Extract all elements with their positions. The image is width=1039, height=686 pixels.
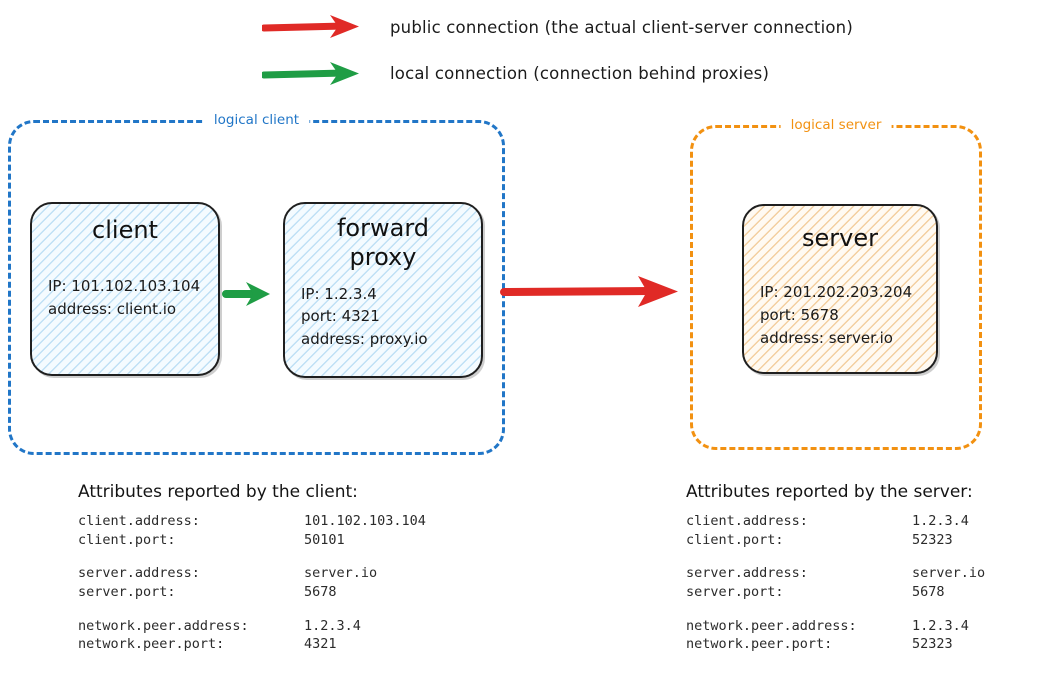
- attribute-key: client.port:: [78, 531, 176, 548]
- attribute-row: client.port: 52323: [686, 531, 985, 550]
- attribute-row: server.port: 5678: [686, 583, 985, 602]
- attribute-key: server.address:: [78, 565, 200, 582]
- attribute-row: network.peer.port: 4321: [78, 635, 426, 654]
- attribute-key: server.port:: [686, 583, 784, 600]
- attribute-row: client.port: 50101: [78, 531, 426, 550]
- attributes-server-table-body: client.address: 1.2.3.4 client.port: 52323 s…: [686, 512, 985, 654]
- attribute-value: server.io: [912, 565, 986, 582]
- attribute-row: server.address: server.io: [686, 564, 985, 583]
- attribute-row: server.port: 5678: [78, 583, 426, 602]
- node-forward-proxy-prop-port: port: 4321: [301, 307, 380, 326]
- node-forward-proxy-title-line2: proxy: [349, 243, 417, 272]
- attributes-reported-by-client: Attributes reported by the client: clien…: [78, 482, 426, 654]
- legend-label-local: local connection (connection behind prox…: [390, 63, 770, 83]
- attribute-key: server.address:: [686, 565, 808, 582]
- attribute-value: 4321: [304, 636, 337, 653]
- attribute-row: network.peer.port: 52323: [686, 635, 985, 654]
- attribute-value: 5678: [304, 583, 337, 600]
- attribute-value: 52323: [912, 636, 953, 653]
- node-forward-proxy-properties: IP: 1.2.3.4 port: 4321 address: proxy.io: [285, 283, 481, 351]
- public-connection-arrow-icon: [262, 15, 359, 38]
- node-forward-proxy[interactable]: forward proxy IP: 1.2.3.4 port: 4321 add…: [283, 202, 483, 378]
- attribute-key: network.peer.port:: [78, 636, 225, 653]
- attribute-row-spacer: [686, 549, 985, 564]
- attribute-value: 1.2.3.4: [304, 617, 361, 634]
- attribute-value: 101.102.103.104: [304, 513, 426, 529]
- attributes-client-title: Attributes reported by the client:: [78, 482, 358, 502]
- node-client-title: client: [92, 216, 158, 244]
- node-forward-proxy-prop-ip: IP: 1.2.3.4: [301, 284, 377, 303]
- attributes-client-table-body: client.address: 101.102.103.104 client.por…: [78, 512, 426, 654]
- node-forward-proxy-prop-address: address: proxy.io: [301, 330, 428, 349]
- node-server-properties: IP: 201.202.203.204 port: 5678 address: …: [744, 281, 936, 349]
- attribute-value: server.io: [304, 565, 378, 582]
- node-server[interactable]: server IP: 201.202.203.204 port: 5678 ad…: [742, 204, 938, 374]
- attributes-server-title: Attributes reported by the server:: [686, 482, 973, 502]
- attribute-key: network.peer.port:: [686, 636, 833, 653]
- attribute-row: network.peer.address: 1.2.3.4: [686, 617, 985, 636]
- attribute-value: 50101: [304, 531, 345, 548]
- legend-label-public: public connection (the actual client-ser…: [390, 17, 853, 37]
- attribute-row: client.address: 1.2.3.4: [686, 512, 985, 531]
- attribute-row: server.address: server.io: [78, 564, 426, 583]
- node-server-title: server: [802, 224, 878, 252]
- attribute-row-spacer: [686, 602, 985, 617]
- node-forward-proxy-title-line1: forward: [336, 214, 429, 242]
- legend-row-local: local connection (connection behind prox…: [262, 58, 769, 88]
- connection-arrow-proxy-to-server: [500, 276, 678, 307]
- node-client-prop-ip: IP: 101.102.103.104: [48, 277, 201, 296]
- logical-server-group: logical server: [690, 117, 982, 450]
- attributes-client-table: client.address: 101.102.103.104 client.por…: [78, 512, 426, 654]
- legend-row-public: public connection (the actual client-ser…: [262, 12, 853, 42]
- attributes-server-table: client.address: 1.2.3.4 client.port: 52323 s…: [686, 512, 985, 654]
- node-client[interactable]: client IP: 101.102.103.104 address: clie…: [30, 202, 220, 376]
- attribute-key: server.port:: [78, 583, 176, 600]
- node-server-prop-port: port: 5678: [760, 306, 839, 325]
- node-server-prop-address: address: server.io: [760, 328, 893, 347]
- node-forward-proxy-title: forward proxy: [285, 214, 481, 273]
- logical-client-label: logical client: [203, 112, 310, 128]
- node-client-properties: IP: 101.102.103.104 address: client.io: [32, 275, 218, 321]
- local-connection-arrow-icon: [262, 62, 359, 85]
- attribute-value: 1.2.3.4: [912, 617, 969, 634]
- attribute-key: client.address:: [686, 513, 808, 529]
- attributes-reported-by-server: Attributes reported by the server: clien…: [686, 482, 985, 654]
- attribute-key: network.peer.address:: [686, 617, 857, 634]
- node-server-prop-ip: IP: 201.202.203.204: [760, 283, 913, 302]
- connection-arrow-client-to-proxy: [222, 282, 270, 306]
- attribute-key: client.port:: [686, 531, 784, 548]
- attribute-value: 52323: [912, 531, 953, 548]
- logical-server-label: logical server: [780, 117, 892, 133]
- attribute-value: 1.2.3.4: [912, 513, 969, 529]
- attribute-row: network.peer.address: 1.2.3.4: [78, 617, 426, 636]
- attribute-key: network.peer.address:: [78, 617, 249, 634]
- attribute-value: 5678: [912, 583, 945, 600]
- attribute-row-spacer: [78, 602, 426, 617]
- attribute-key: client.address:: [78, 513, 200, 529]
- logical-client-group: logical client: [8, 112, 505, 455]
- attribute-row-spacer: [78, 549, 426, 564]
- node-client-prop-address: address: client.io: [48, 300, 177, 319]
- attribute-row: client.address: 101.102.103.104: [78, 512, 426, 531]
